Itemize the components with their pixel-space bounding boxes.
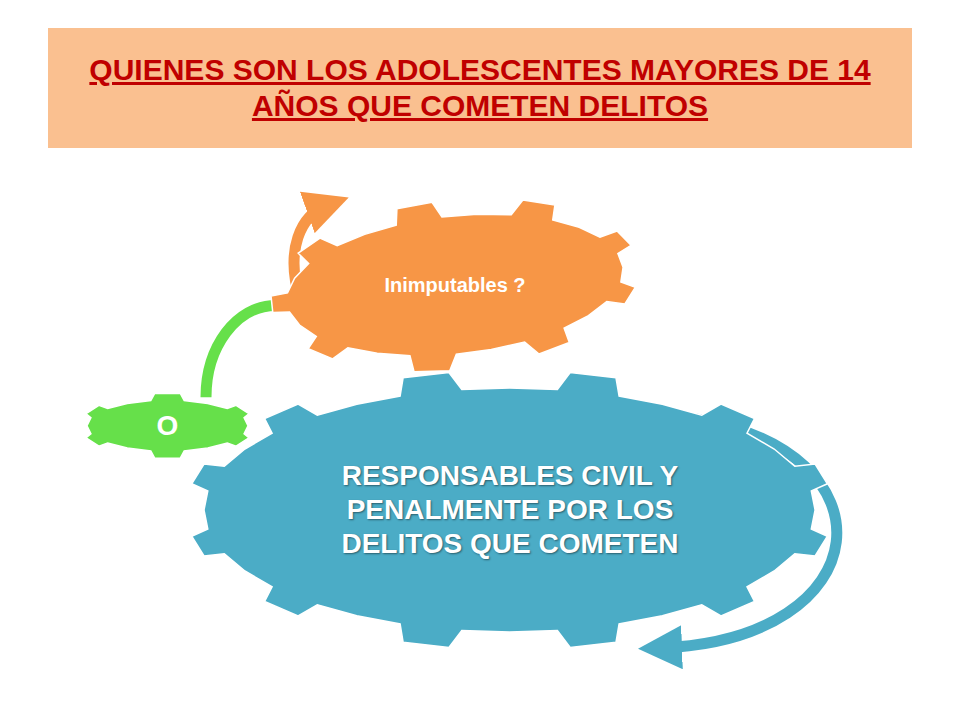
title-band: QUIENES SON LOS ADOLESCENTES MAYORES DE … [48, 28, 912, 148]
gear-shape [86, 394, 249, 459]
gear-shape [263, 182, 642, 388]
curved-connector [206, 305, 276, 397]
gear-node: RESPONSABLES CIVIL Y PENALMENTE POR LOS … [186, 370, 833, 650]
gear-label: RESPONSABLES CIVIL Y PENALMENTE POR LOS … [290, 459, 730, 561]
gear-node: Inimputables ? [270, 200, 640, 370]
title-text: QUIENES SON LOS ADOLESCENTES MAYORES DE … [70, 52, 890, 124]
gear-node: O [80, 393, 255, 459]
gear-label: Inimputables ? [384, 273, 525, 297]
gear-shape [192, 373, 828, 648]
gear-label: O [157, 409, 179, 443]
